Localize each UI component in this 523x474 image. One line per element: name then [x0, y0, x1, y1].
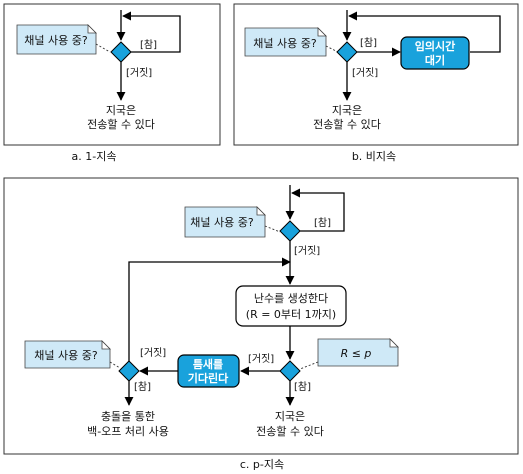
panel-b-frame	[233, 3, 519, 146]
panel-c-result-line1: 지국은	[275, 410, 305, 423]
panel-c-left-yes-label: [참]	[134, 381, 151, 393]
panel-b-no-label: [거짓]	[352, 67, 378, 79]
panel-b-wait-line2: 대기	[425, 53, 445, 67]
panel-c-caption: c. p-지속	[240, 458, 284, 471]
panel-b-wait-box	[400, 36, 470, 70]
panel-b-result-line2: 전송할 수 있다	[313, 118, 381, 131]
panel-a-result-line1: 지국은	[106, 104, 136, 117]
panel-c-backoff-line1: 충돌을 통한	[101, 410, 155, 423]
panel-b-yes-label: [참]	[360, 37, 377, 49]
panel-a-note-text: 채널 사용 중?	[24, 34, 88, 47]
panel-c-rp-note-text: R ≤ p	[341, 347, 372, 360]
panel-a-caption: a. 1-지속	[72, 150, 117, 163]
panel-a: 채널 사용 중? [참] [거짓] 지국은 전송할 수 있다	[3, 3, 221, 146]
panel-c-result-line2: 전송할 수 있다	[256, 425, 324, 438]
panel-a-no-label: [거짓]	[126, 67, 152, 79]
panel-c-top-no-label: [거짓]	[294, 245, 320, 257]
panel-c: 채널 사용 중? [참] [거짓] 난수를 생성한다 (R = 0부터 1까지)…	[3, 177, 519, 455]
panel-b: 채널 사용 중? [참] [거짓] 임의시간 대기 지국은 전송할 수 있다	[233, 3, 519, 146]
panel-a-note	[16, 24, 97, 55]
panel-a-result-line2: 전송할 수 있다	[87, 118, 155, 131]
panel-c-mid-no-label: [거짓]	[248, 353, 274, 365]
panel-c-left-note	[24, 340, 111, 369]
panel-c-random-line2: (R = 0부터 1까지)	[246, 308, 336, 321]
panel-a-yes-label: [참]	[140, 39, 157, 51]
panel-c-random-box	[235, 285, 347, 327]
panel-c-wait-line1: 틈새를	[193, 357, 223, 371]
panel-b-wait-line1: 임의시간	[415, 39, 455, 53]
panel-c-random-line1: 난수를 생성한다	[254, 292, 328, 305]
panel-c-mid-yes-label: [참]	[294, 381, 311, 393]
panel-b-result-line1: 지국은	[332, 104, 362, 117]
panel-b-note-text: 채널 사용 중?	[253, 37, 317, 50]
panel-c-left-note-text: 채널 사용 중?	[34, 349, 98, 362]
panel-c-top-note-text: 채널 사용 중?	[190, 216, 254, 229]
panel-c-rp-note	[317, 338, 399, 367]
panel-b-caption: b. 비지속	[352, 150, 396, 163]
panel-c-wait-line2: 기다린다	[188, 371, 229, 385]
panel-c-backoff-line2: 백-오프 처리 사용	[87, 425, 169, 438]
panel-c-top-yes-label: [참]	[314, 217, 331, 229]
panel-c-left-no-label: [거짓]	[140, 347, 166, 359]
